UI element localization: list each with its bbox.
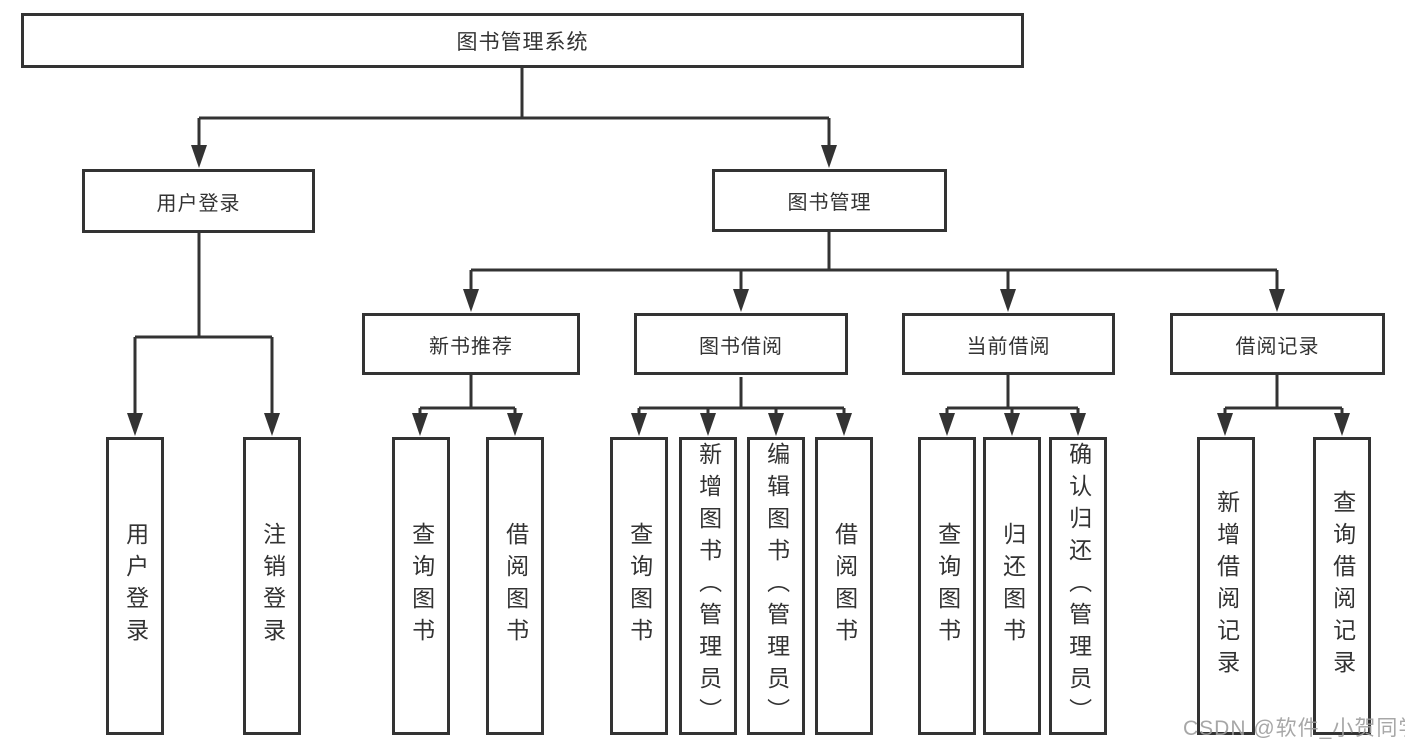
node-label: 当前借阅 xyxy=(966,335,1051,358)
connector-newbooks-branch xyxy=(412,375,523,436)
leaf-confirm-return-admin: 确认归还（管理员） xyxy=(1049,437,1107,735)
node-label: 新增借阅记录 xyxy=(1213,490,1240,682)
node-label: 借阅记录 xyxy=(1235,335,1320,358)
arrowhead xyxy=(700,413,716,436)
arrowhead xyxy=(1000,289,1016,312)
node-label: 用户登录 xyxy=(156,192,241,215)
node-label: 借阅图书 xyxy=(831,522,858,650)
node-label: 查询借阅记录 xyxy=(1329,490,1356,682)
csdn-watermark: CSDN @软件_小贺同学 xyxy=(1183,717,1405,740)
connector-borrowing-branch xyxy=(631,377,852,436)
arrowhead xyxy=(1217,413,1233,436)
leaf-query-books-2: 查询图书 xyxy=(610,437,668,735)
leaf-query-books-1: 查询图书 xyxy=(392,437,450,735)
node-new-book-recommend: 新书推荐 xyxy=(362,313,580,375)
arrowhead xyxy=(768,413,784,436)
node-label: 新增图书（管理员） xyxy=(695,442,722,730)
node-label: 新书推荐 xyxy=(429,335,513,358)
connector-current-branch xyxy=(939,375,1086,436)
arrowhead xyxy=(836,413,852,436)
node-label: 借阅图书 xyxy=(502,522,529,650)
connector-bookmgmt-to-level3 xyxy=(463,232,1285,312)
leaf-borrow-books-2: 借阅图书 xyxy=(815,437,873,735)
node-label: 注销登录 xyxy=(259,522,286,650)
leaf-add-books-admin: 新增图书（管理员） xyxy=(679,437,737,735)
node-label: 查询图书 xyxy=(408,522,435,650)
connector-records-branch xyxy=(1217,375,1350,436)
arrowhead xyxy=(1004,413,1020,436)
arrowhead xyxy=(821,145,837,168)
node-root-library-system: 图书管理系统 xyxy=(21,13,1024,68)
arrowhead xyxy=(939,413,955,436)
leaf-borrow-books-1: 借阅图书 xyxy=(486,437,544,735)
leaf-query-books-3: 查询图书 xyxy=(918,437,976,735)
arrowhead xyxy=(507,413,523,436)
leaf-user-login: 用户登录 xyxy=(106,437,164,735)
arrowhead xyxy=(631,413,647,436)
arrowhead xyxy=(1334,413,1350,436)
node-label: 用户登录 xyxy=(122,522,149,650)
node-user-login: 用户登录 xyxy=(82,169,315,233)
arrowhead xyxy=(1269,289,1285,312)
node-book-management: 图书管理 xyxy=(712,169,947,232)
arrowhead xyxy=(191,145,207,168)
node-book-borrowing: 图书借阅 xyxy=(634,313,848,375)
node-current-borrowing: 当前借阅 xyxy=(902,313,1115,375)
arrowhead xyxy=(127,413,143,436)
leaf-query-borrow-record: 查询借阅记录 xyxy=(1313,437,1371,735)
connector-userlogin-branch xyxy=(127,233,280,436)
arrowhead xyxy=(264,413,280,436)
node-label: 确认归还（管理员） xyxy=(1065,442,1092,730)
node-label: 查询图书 xyxy=(626,522,653,650)
arrowhead xyxy=(1070,413,1086,436)
node-label: 图书管理系统 xyxy=(456,30,589,54)
connector-root-to-level2 xyxy=(191,68,837,168)
leaf-add-borrow-record: 新增借阅记录 xyxy=(1197,437,1255,735)
node-label: 查询图书 xyxy=(934,522,961,650)
node-label: 图书借阅 xyxy=(699,335,783,358)
node-label: 编辑图书（管理员） xyxy=(763,442,790,730)
arrowhead xyxy=(463,289,479,312)
node-borrow-records: 借阅记录 xyxy=(1170,313,1385,375)
node-label: 归还图书 xyxy=(999,522,1026,650)
leaf-edit-books-admin: 编辑图书（管理员） xyxy=(747,437,805,735)
leaf-logout: 注销登录 xyxy=(243,437,301,735)
arrowhead xyxy=(733,289,749,312)
leaf-return-books: 归还图书 xyxy=(983,437,1041,735)
arrowhead xyxy=(412,413,428,436)
node-label: 图书管理 xyxy=(787,192,872,214)
